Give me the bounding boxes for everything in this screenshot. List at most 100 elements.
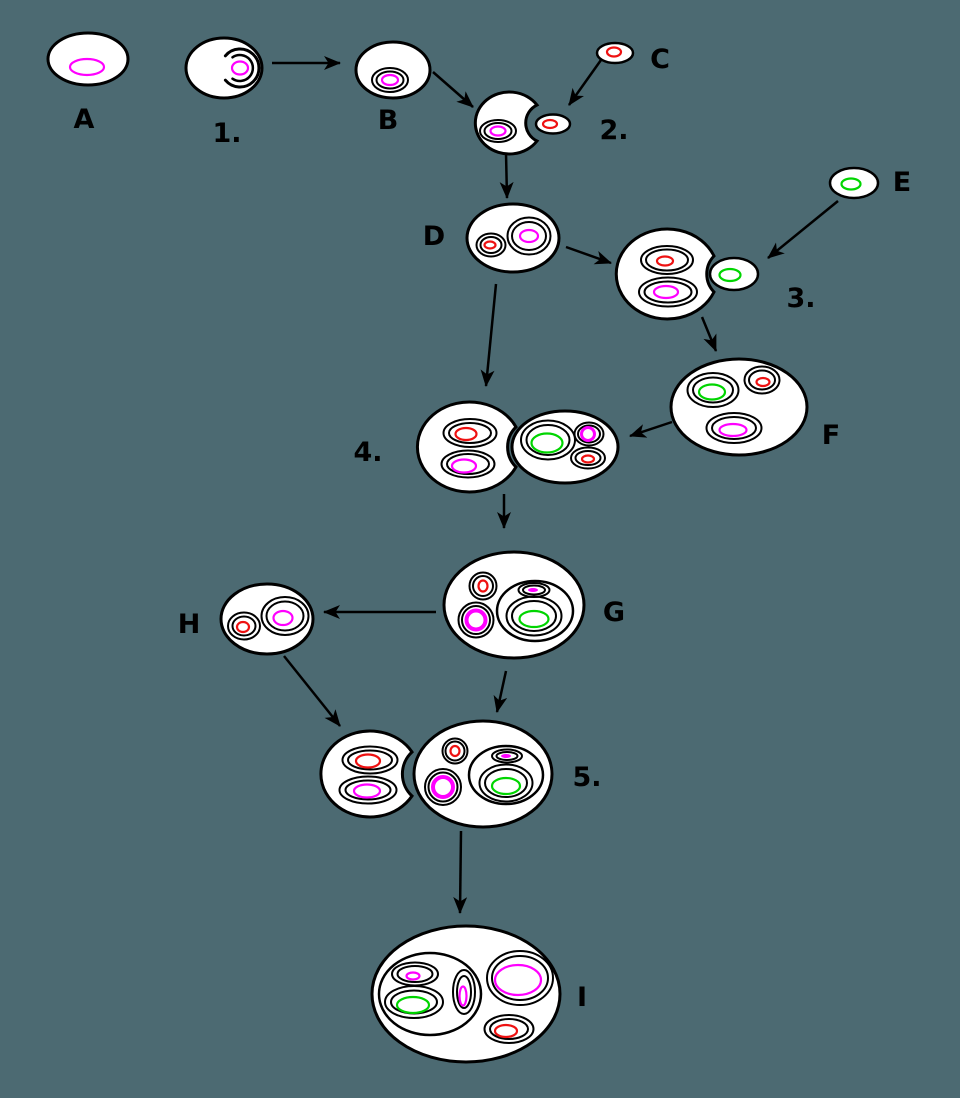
arrow-F-to-4 [629,420,673,438]
cell-5-organelle-magenta-outer [424,768,462,806]
cell-B-nucleus-inner [375,70,405,90]
cell-2 [473,90,572,156]
cell-F [669,357,809,457]
arrow-B-to-2 [432,71,474,108]
cell-H-nucleus-outer [260,596,310,636]
label-D: D [423,221,445,252]
cell-3-nucleus-outer [638,276,698,308]
cell-4-organelle-magenta-inner [577,424,601,444]
cell-4-organelle-green-inner [525,424,571,456]
cell-G-magenta-ring [464,608,488,632]
cell-4-red-dna [580,454,596,464]
cell-B-magenta-dna [380,73,400,87]
label-1: 1. [212,118,241,149]
cell-5-left-magenta-dna [352,783,382,799]
cell-H-magenta-dna [272,609,294,627]
cell-A-magenta-dna [68,57,106,77]
cell-I-nucleus-inner [491,955,549,1001]
cell-B [354,40,432,100]
cell-5-left-red-dna [354,753,382,769]
cell-I-vertical-magenta-dna [458,985,468,1007]
cell-2-nucleus-inner [483,122,513,140]
cell-B-nucleus-outer [371,67,409,93]
cell-3-nucleus-inner [643,280,693,304]
cell-C [595,41,635,65]
cell-G-green-dna [518,609,550,629]
cell-4-left-red-dna [454,426,478,442]
label-C: C [650,44,670,75]
cell-E [828,166,880,200]
cell-H-organelle-red-outer [227,611,261,641]
cell-H-nucleus-inner [265,600,305,632]
cell-A [46,31,130,87]
cell-H [219,582,315,656]
cell-D-magenta-dna [518,228,540,244]
cell-5-magenta-ring [431,775,455,799]
cell-E-membrane [828,166,880,200]
cell-B-membrane [354,40,432,100]
cell-5-left-nucleus-inner [344,779,392,801]
cell-5-left-nucleus-outer [338,775,398,805]
cell-D [465,202,561,274]
label-I: I [577,982,587,1013]
cell-D-organelle-red-inner [479,236,503,254]
cell-G-magenta-dot [528,588,538,592]
cell-1-forming-membrane-outer-arc [223,47,261,89]
arrow-D-to-3 [565,245,612,265]
cell-5 [319,719,554,829]
cell-G-organelle-red-inner [472,575,494,597]
cell-F-red-dna [755,376,771,388]
cell-I [370,924,562,1064]
cell-E-green-dna [840,177,862,191]
label-4: 4. [353,437,382,468]
cell-5-compartment-top-organelle-inner [495,751,519,761]
cell-4-left-nucleus-inner [446,453,490,475]
cell-G-organelle-magenta-outer [457,601,495,639]
cell-F-organelle-green-inner [692,376,734,404]
label-G: G [603,597,625,628]
cell-5-green-dna [490,776,522,796]
cell-4-left-magenta-dna [450,458,478,474]
cell-I-top-organelle-inner [396,965,434,983]
cell-F-membrane [669,357,809,457]
arrow-H-to-5 [283,655,341,727]
cell-F-organelle-green-outer [686,372,740,408]
cell-5-organelle-green-inner [484,768,528,798]
cell-4-left-nucleus-outer [440,449,496,479]
arrow-5-to-I [453,830,468,914]
cell-F-nucleus-inner [711,416,757,440]
cell-H-red-dna [235,620,251,634]
cell-5-organelle-magenta-inner [427,771,459,803]
cell-I-organelle-red-outer [483,1014,535,1044]
cell-3-red-dna [655,255,675,267]
cell-F-nucleus-outer [705,412,763,444]
arrow-G-to-5 [493,670,508,713]
label-3: 3. [786,283,815,314]
labels: A 1. B C 2. D E 3. F 4. G H 5. I [74,44,912,1013]
cell-D-nucleus-outer [506,216,552,256]
cell-I-vertical-organelle-outer [452,969,476,1015]
cell-5-left-organelle-red-outer [341,745,399,775]
cell-G-compartment [495,579,575,643]
cell-D-nucleus-inner [511,221,547,251]
cell-1-forming-membrane-inner-arc [231,53,255,83]
cell-I-organelle-red-inner [489,1018,529,1040]
cell-1-membrane [184,36,264,100]
cell-2-engulfed-red-cell [534,113,572,135]
cell-D-red-dna [483,240,497,250]
cell-5-organelle-red-inner [444,740,466,762]
cell-G [442,550,586,660]
cell-4 [416,400,620,494]
cell-G-compartment-top-organelle-inner [522,584,546,596]
cell-I-organelle-green-outer [384,985,444,1019]
cell-G-organelle-magenta-inner [461,605,491,635]
cell-F-green-dna [697,383,727,401]
label-5: 5. [572,762,601,793]
cell-5-magenta-dot [501,754,511,758]
cell-5-compartment [467,744,545,806]
cell-4-magenta-ring [580,426,596,442]
cell-C-membrane [595,41,635,65]
cell-2-nucleus-outer [479,119,517,143]
cell-4-left-organelle-red-inner [448,422,492,444]
